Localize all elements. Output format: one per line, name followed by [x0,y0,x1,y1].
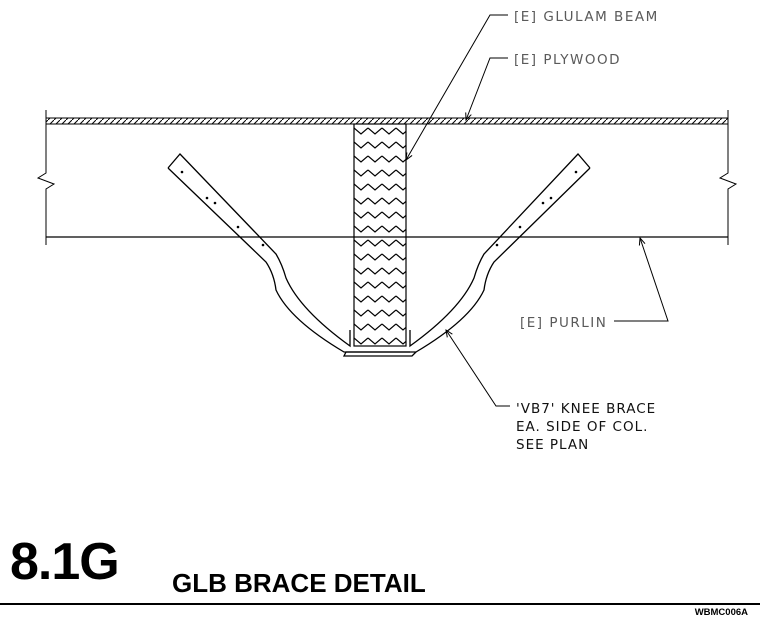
knee-brace-label-line3: SEE PLAN [516,437,589,453]
detail-number: 8.1G [10,533,120,591]
plywood-label: [E] PLYWOOD [514,52,621,68]
purlin-label: [E] PURLIN [520,315,607,331]
detail-title: GLB BRACE DETAIL [172,568,426,598]
title-underline [0,603,760,605]
glulam-beam-label: [E] GLULAM BEAM [514,9,659,25]
knee-brace-label-line1: 'VB7' KNEE BRACE [516,401,656,417]
plywood-layer [45,117,729,125]
sheet-code: WBMC006A [694,607,748,618]
glulam-beam-section [353,123,407,347]
leader-lines [406,14,669,407]
knee-brace-label-line2: EA. SIDE OF COL. [516,419,648,435]
knee-brace-left [167,153,410,353]
knee-brace-right [342,153,591,357]
